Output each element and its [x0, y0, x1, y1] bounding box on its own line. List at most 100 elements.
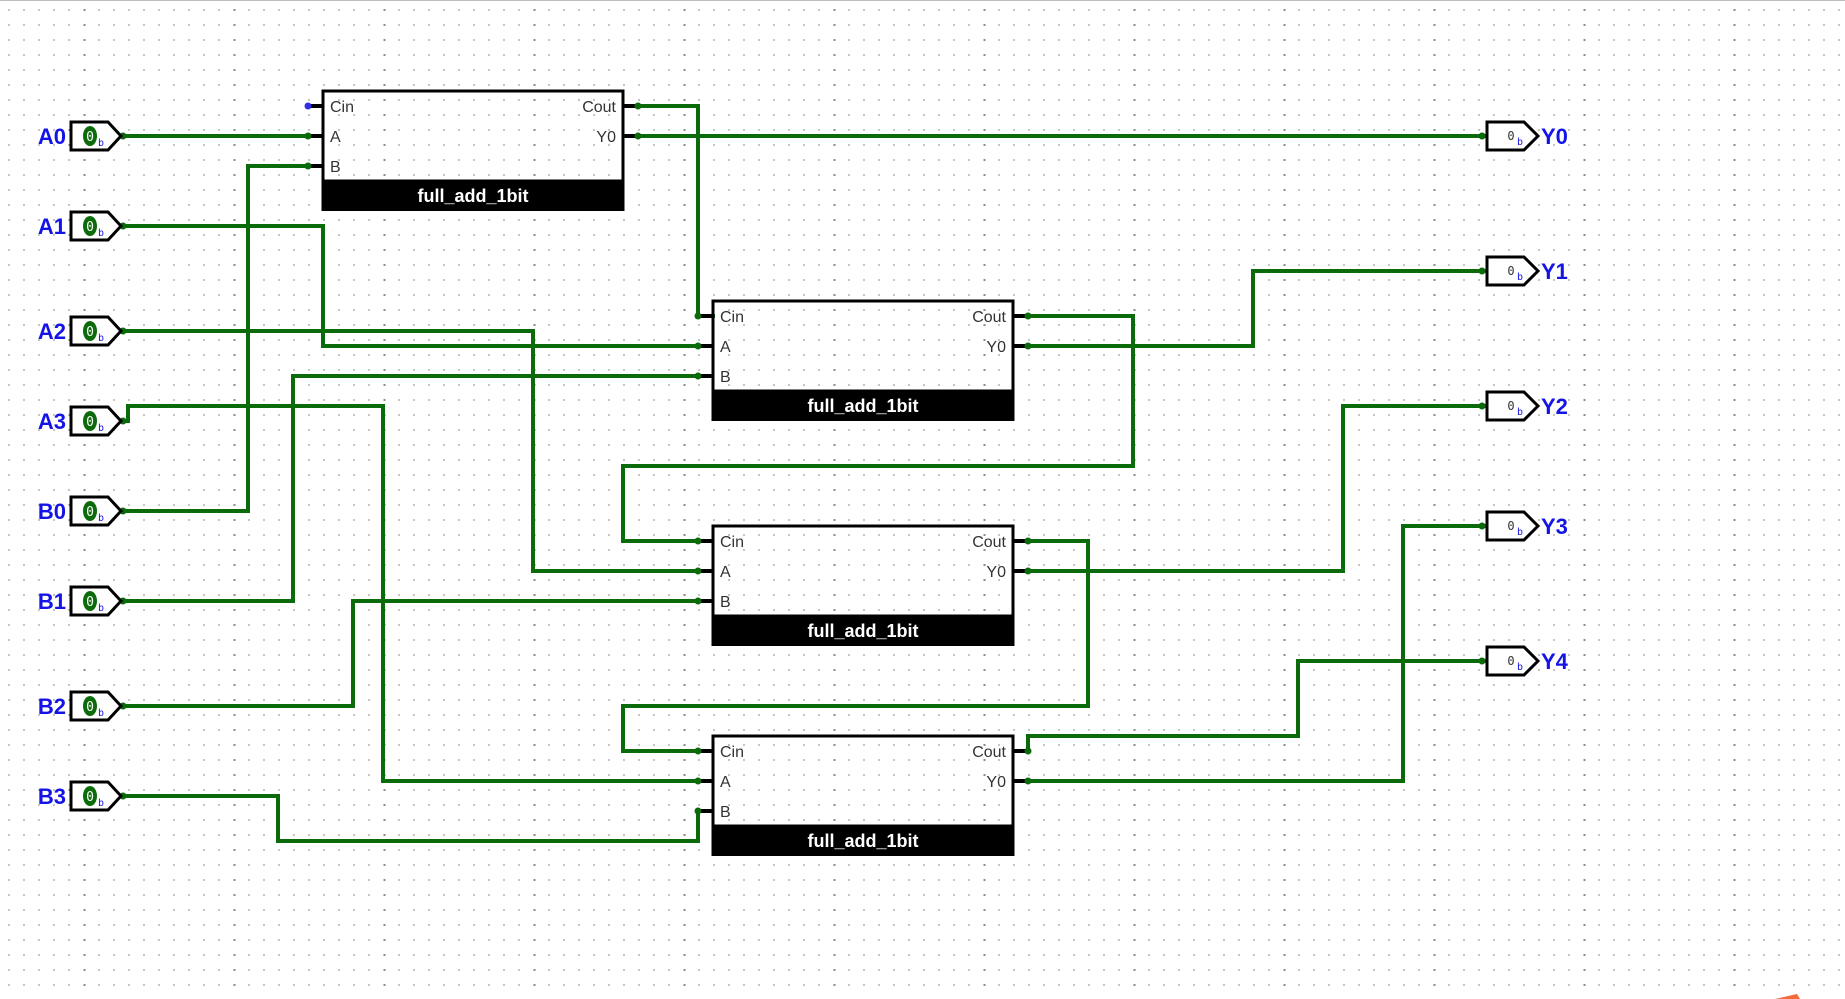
wire-y2[interactable] — [1028, 406, 1486, 571]
block-body[interactable] — [713, 736, 1013, 826]
port-dot[interactable] — [695, 778, 702, 785]
pin-radix: b — [98, 708, 104, 719]
wire-y1[interactable] — [1028, 271, 1486, 346]
pin-radix: b — [1517, 662, 1523, 673]
wire-a1[interactable] — [123, 226, 698, 346]
port-label-cin: Cin — [330, 99, 354, 116]
pin-label: B3 — [38, 784, 66, 809]
port-label-b: B — [720, 594, 731, 611]
port-dot[interactable] — [1025, 343, 1032, 350]
port-dot[interactable] — [305, 103, 312, 110]
port-dot[interactable] — [305, 163, 312, 170]
pin-label: B0 — [38, 499, 66, 524]
pin-label: Y2 — [1541, 394, 1568, 419]
wire-b0[interactable] — [123, 166, 308, 511]
port-label-cout: Cout — [972, 744, 1006, 761]
port-dot[interactable] — [695, 373, 702, 380]
port-dot[interactable] — [1025, 538, 1032, 545]
wire-b1[interactable] — [123, 376, 698, 601]
wire-endpoint — [1479, 523, 1486, 530]
wire-b2[interactable] — [123, 601, 698, 706]
port-label-b: B — [720, 369, 731, 386]
pin-value: 0 — [86, 325, 94, 340]
pin-radix: b — [1517, 407, 1523, 418]
port-label-b: B — [720, 804, 731, 821]
port-dot[interactable] — [695, 568, 702, 575]
wire-y3[interactable] — [1028, 526, 1486, 781]
port-dot[interactable] — [695, 538, 702, 545]
port-label-cout: Cout — [972, 534, 1006, 551]
port-dot[interactable] — [695, 748, 702, 755]
port-label-b: B — [330, 159, 341, 176]
pin-radix: b — [98, 423, 104, 434]
wire-a2[interactable] — [123, 331, 698, 571]
block-title: full_add_1bit — [807, 621, 918, 641]
port-label-cin: Cin — [720, 309, 744, 326]
pin-label: B2 — [38, 694, 66, 719]
port-label-a: A — [720, 339, 731, 356]
wire-endpoint — [1479, 268, 1486, 275]
wire-a3[interactable] — [123, 406, 698, 781]
block-body[interactable] — [323, 91, 623, 181]
block-body[interactable] — [713, 526, 1013, 616]
corner-marker-icon — [1775, 994, 1800, 999]
pin-radix: b — [1517, 272, 1523, 283]
pin-radix: b — [98, 138, 104, 149]
pin-label: Y0 — [1541, 124, 1568, 149]
port-dot[interactable] — [1025, 778, 1032, 785]
port-dot[interactable] — [1025, 568, 1032, 575]
pin-radix: b — [98, 798, 104, 809]
pin-label: A3 — [38, 409, 66, 434]
port-label-a: A — [720, 564, 731, 581]
port-dot[interactable] — [635, 103, 642, 110]
adder-blocks: full_add_1bitCinABCoutY0full_add_1bitCin… — [305, 91, 1032, 856]
block-body[interactable] — [713, 301, 1013, 391]
pin-value: 0 — [1507, 264, 1514, 278]
wire-b3[interactable] — [123, 796, 698, 841]
pin-value: 0 — [86, 595, 94, 610]
block-title: full_add_1bit — [417, 186, 528, 206]
pin-radix: b — [1517, 527, 1523, 538]
port-dot[interactable] — [305, 133, 312, 140]
port-label-cout: Cout — [582, 99, 616, 116]
port-dot[interactable] — [635, 133, 642, 140]
port-dot[interactable] — [695, 343, 702, 350]
wire-endpoint — [1479, 403, 1486, 410]
pin-value: 0 — [86, 700, 94, 715]
port-dot[interactable] — [1025, 748, 1032, 755]
port-dot[interactable] — [695, 313, 702, 320]
wire-carry-2[interactable] — [623, 316, 1133, 541]
pin-value: 0 — [86, 415, 94, 430]
block-title: full_add_1bit — [807, 396, 918, 416]
pin-radix: b — [98, 603, 104, 614]
pin-value: 0 — [1507, 129, 1514, 143]
pin-value: 0 — [1507, 519, 1514, 533]
pin-radix: b — [98, 513, 104, 524]
port-dot[interactable] — [1025, 313, 1032, 320]
wire-y4[interactable] — [1028, 661, 1486, 751]
port-label-cin: Cin — [720, 534, 744, 551]
port-dot[interactable] — [695, 598, 702, 605]
pin-label: Y1 — [1541, 259, 1568, 284]
port-dot[interactable] — [695, 808, 702, 815]
block-title: full_add_1bit — [807, 831, 918, 851]
